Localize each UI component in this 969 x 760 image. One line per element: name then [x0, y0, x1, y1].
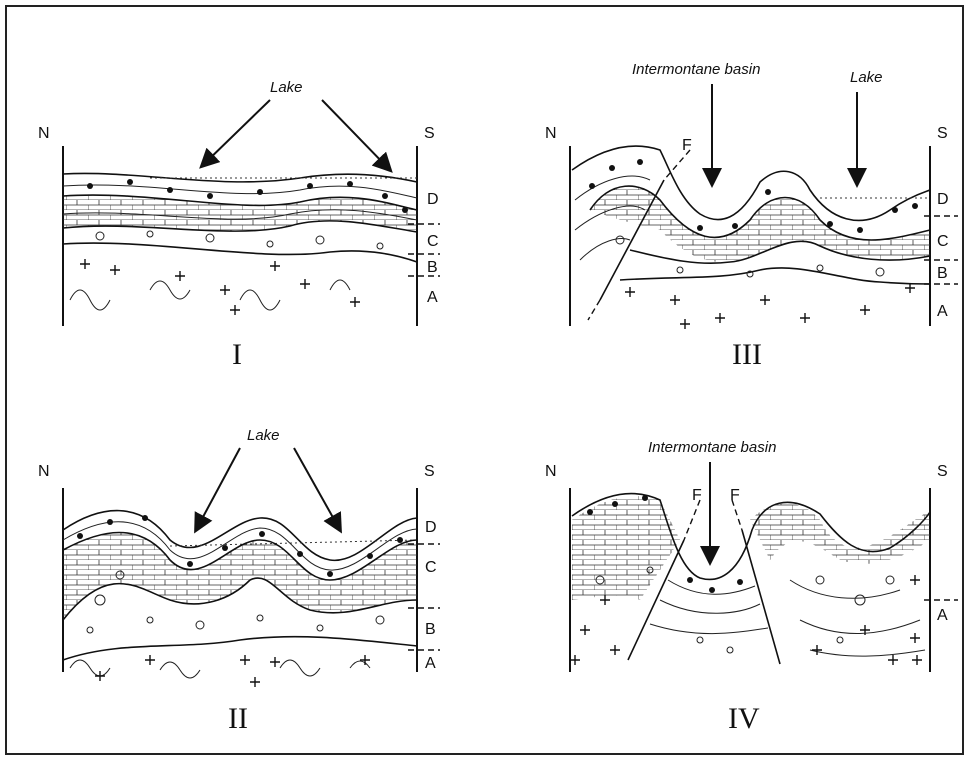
- panel-4-left-fault-extension: [683, 499, 701, 541]
- panel-1-basement-wave: [69, 279, 351, 311]
- panel-3-fault-extension: [587, 149, 691, 321]
- panel-2-lake-arrow-right: [293, 447, 342, 534]
- panel-4-right-block-limestone: [750, 503, 930, 564]
- panel-4-crosses: [570, 575, 922, 665]
- panel-1-unit-c-label: C: [427, 233, 439, 250]
- panel-3-surface: [571, 145, 931, 222]
- panel-1-b-base: [62, 242, 418, 263]
- panel-2-c-base: [62, 577, 418, 621]
- panel-2-surface: [62, 509, 418, 561]
- panel-2-dots: [77, 515, 403, 577]
- panel-2-lake-level: [169, 539, 418, 547]
- panel-2-south-label: S: [424, 463, 435, 480]
- panel-2: N S Lake D C B A II: [38, 427, 440, 735]
- panel-1-north-label: N: [38, 125, 50, 142]
- panel-2-lake-label: Lake: [247, 427, 280, 444]
- panel-4-basin-label: Intermontane basin: [648, 439, 776, 456]
- panel-1-unit-c-limestone: [63, 195, 417, 232]
- panel-2-north-label: N: [38, 463, 50, 480]
- panel-4-basin-fill: [649, 579, 769, 635]
- panel-1-numeral: I: [232, 338, 242, 371]
- panel-2-numeral: II: [228, 702, 248, 735]
- panel-1-lake-arrow-right: [321, 99, 393, 173]
- panel-1-lake-arrow-left: [199, 99, 271, 169]
- panel-3-unit-b-label: B: [937, 265, 948, 282]
- panel-3-pebbles: [615, 235, 885, 278]
- panel-1-unit-d-label: D: [427, 191, 439, 208]
- panel-3-unit-d-label: D: [937, 191, 949, 208]
- panel-4-left-block-limestone: [572, 496, 680, 600]
- panel-3-numeral: III: [732, 338, 762, 371]
- panel-2-pebbles: [86, 570, 385, 634]
- panel-4-surface: [571, 492, 931, 581]
- panel-1-crosses: [80, 259, 360, 315]
- panel-3-unit-c-label: C: [937, 233, 949, 250]
- panel-2-b-base: [62, 635, 418, 661]
- panel-3-fault-line: [599, 179, 665, 301]
- panel-4-north-label: N: [545, 463, 557, 480]
- panel-1-d-mid: [62, 184, 418, 199]
- panel-3-d-base: [589, 185, 931, 241]
- panel-1-dots: [87, 179, 408, 213]
- panel-4-left-fault: [627, 539, 685, 661]
- panel-3-b-base: [619, 267, 931, 285]
- panel-3-lake-label: Lake: [850, 69, 883, 86]
- panel-3-north-label: N: [545, 125, 557, 142]
- panel-1-unit-b-label: B: [427, 259, 438, 276]
- panel-1-d-base: [62, 194, 418, 211]
- panel-2-d-base: [62, 531, 418, 581]
- panel-2-unit-c-label: C: [425, 559, 437, 576]
- panel-3-dots: [589, 159, 918, 233]
- panel-3-fold-lines: [574, 175, 651, 261]
- panel-4-dots: [587, 495, 743, 593]
- panel-4-south-label: S: [937, 463, 948, 480]
- panel-3-south-label: S: [937, 125, 948, 142]
- panel-4-right-fault-extension: [731, 499, 743, 531]
- panel-1-c-mid: [62, 209, 418, 221]
- panel-4-right-block-lines: [789, 579, 926, 657]
- panel-1-unit-a-label: A: [427, 289, 438, 306]
- panel-4-pebbles: [595, 566, 895, 654]
- panel-2-lake-arrow-left: [194, 447, 241, 534]
- figure-border: [5, 5, 964, 755]
- panel-3-basin-label: Intermontane basin: [632, 61, 760, 78]
- panel-3-c-base: [629, 240, 931, 265]
- panel-2-crosses: [95, 655, 370, 687]
- panel-1-south-label: S: [424, 125, 435, 142]
- panel-4-right-fault-label: F: [730, 487, 740, 504]
- panel-1-pebbles: [95, 230, 384, 250]
- panel-3-fault-label: F: [682, 137, 692, 154]
- panel-4-left-fault-label: F: [692, 487, 702, 504]
- panel-1-surface: [62, 172, 418, 183]
- panel-2-unit-c-limestone: [63, 532, 417, 620]
- panel-4-numeral: IV: [728, 702, 760, 735]
- panel-2-basement-wave: [69, 659, 371, 679]
- panel-3-unit-a-label: A: [937, 303, 948, 320]
- panel-2-unit-b-label: B: [425, 621, 436, 638]
- panel-3-unit-c-limestone: [590, 186, 930, 263]
- panel-4-right-fault: [741, 529, 781, 665]
- panel-3-crosses: [625, 283, 915, 329]
- panel-1-lake-label: Lake: [270, 79, 303, 96]
- panel-4: N S Intermontane basin F F A IV: [545, 439, 958, 735]
- panel-2-d-mid: [62, 521, 418, 571]
- panel-3: N S Intermontane basin Lake F D C B A: [545, 61, 958, 371]
- panel-2-unit-d-label: D: [425, 519, 437, 536]
- panel-4-unit-a-label: A: [937, 607, 948, 624]
- panel-1: N S Lake D C B A I: [38, 79, 440, 371]
- panel-1-c-base: [62, 220, 418, 233]
- panel-2-unit-a-label: A: [425, 655, 436, 672]
